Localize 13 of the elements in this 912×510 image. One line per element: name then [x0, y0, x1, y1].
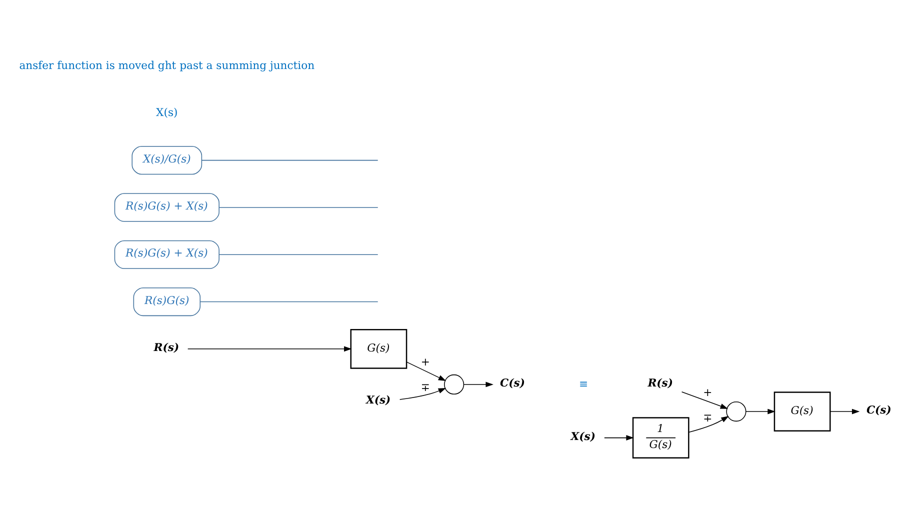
label: ansfer function is moved ght past a summing junction: [19, 58, 315, 72]
node-text: X(s): [570, 430, 596, 443]
node-text: X(s): [366, 394, 391, 407]
label: X(s): [156, 106, 178, 120]
node-text: R(s): [648, 376, 674, 390]
edge-label: ∓: [420, 380, 430, 394]
edge-label: +: [420, 355, 430, 368]
node-text: C(s): [866, 404, 892, 417]
edge-label: +: [703, 386, 712, 400]
edge-label: ∓: [703, 412, 712, 425]
node-text: R(s): [154, 341, 180, 354]
node-text: C(s): [500, 376, 525, 390]
label: ≡: [579, 377, 588, 390]
